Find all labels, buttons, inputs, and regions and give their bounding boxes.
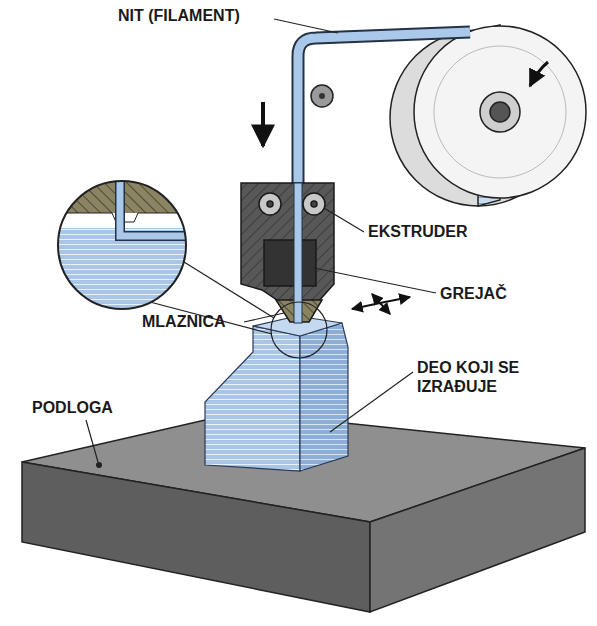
part-label: DEO KOJI SE IZRAĐUJE [417,358,567,396]
part-label: GREJAČ [440,284,507,303]
motion-arrows [352,294,410,314]
part-label: NIT (FILAMENT) [118,6,240,25]
detail-inset [50,175,200,318]
part-label: EKSTRUDER [368,222,468,241]
part-label: MLAZNICA [142,312,226,331]
part-label: PODLOGA [32,398,113,417]
feed-arrow [261,102,265,146]
heater-block [264,240,316,286]
printed-part [205,316,348,471]
detail-leader [184,262,274,318]
filament-spool [390,25,586,206]
leader-dot [96,462,102,468]
guide-roller [311,85,333,107]
rotation-arrow [530,62,548,86]
extruder-head [241,183,334,323]
detail-inset-border [58,181,186,309]
roller-axle [319,93,325,99]
detail-marker [271,302,327,358]
leader-lines [86,19,436,462]
